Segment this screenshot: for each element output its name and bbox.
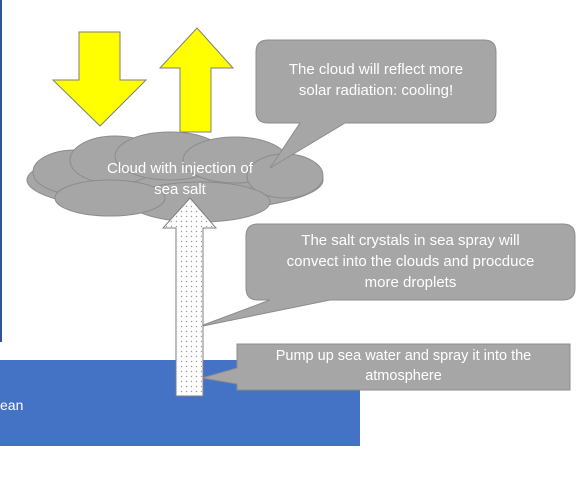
cloud-shape [26, 131, 324, 223]
ocean-label: ean [0, 397, 24, 413]
pump-callout-line-2: atmosphere [365, 368, 442, 384]
sea-spray-arrow-dots [165, 200, 214, 395]
cloud-label-line-2: sea salt [154, 181, 206, 198]
convection-callout-line-2: convect into the clouds and procduce [286, 253, 535, 270]
cloud-label: Cloud with injection of sea salt [60, 158, 300, 200]
cooling-callout-text: The cloud will reflect more solar radiat… [256, 59, 496, 101]
convection-callout-line-3: more droplets [364, 274, 457, 291]
convection-callout-bubble [197, 223, 576, 328]
cooling-callout-line-2: solar radiation: cooling! [298, 82, 454, 99]
pump-callout-text: Pump up sea water and spray it into the … [237, 346, 570, 386]
cooling-callout-line-1: The cloud will reflect more [288, 61, 464, 78]
convection-callout-line-1: The salt crystals in sea spray will [301, 232, 520, 249]
convection-callout-text: The salt crystals in sea spray will conv… [246, 230, 575, 293]
pump-callout-line-1: Pump up sea water and spray it into the [275, 348, 532, 364]
cooling-callout-bubble [255, 39, 497, 169]
cloud-label-line-1: Cloud with injection of [107, 160, 253, 177]
reflected-radiation-arrow [158, 27, 235, 133]
pump-callout-bubble [201, 343, 571, 391]
incoming-radiation-arrow [51, 31, 148, 127]
